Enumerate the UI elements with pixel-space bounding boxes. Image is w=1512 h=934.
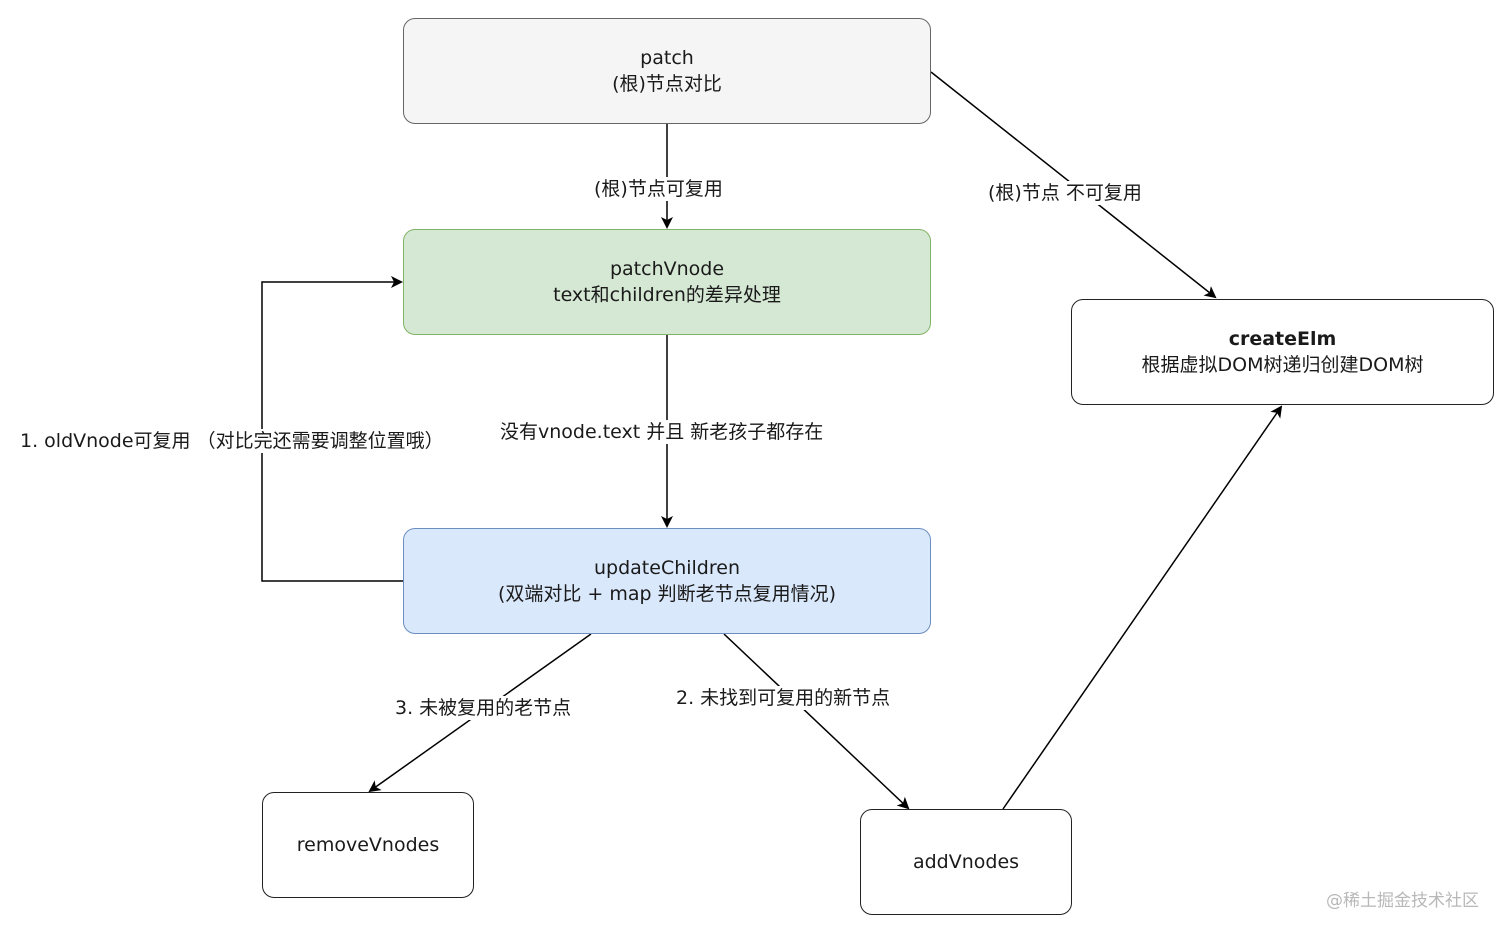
node-patch-vnode-subtitle: text和children的差异处理 [553, 284, 781, 306]
node-create-elm-subtitle: 根据虚拟DOM树递归创建DOM树 [1141, 354, 1424, 376]
edge-label-unused-old-nodes: 3. 未被复用的老节点 [393, 696, 574, 720]
node-update-children-title: updateChildren [594, 557, 740, 579]
watermark: @稀土掘金技术社区 [1326, 891, 1479, 911]
node-update-children-subtitle: (双端对比 + map 判断老节点复用情况) [497, 583, 837, 605]
node-patch-vnode-title: patchVnode [609, 258, 725, 280]
edge-label-root-not-reusable: (根)节点 不可复用 [986, 181, 1144, 205]
node-create-elm: createElm 根据虚拟DOM树递归创建DOM树 [1071, 299, 1494, 405]
edge-label-children-diff: 没有vnode.text 并且 新老孩子都存在 [498, 420, 826, 444]
edge-label-old-vnode-reusable: 1. oldVnode可复用 （对比完还需要调整位置哦） [18, 429, 446, 453]
node-remove-vnodes-title: removeVnodes [296, 834, 440, 856]
node-patch: patch (根)节点对比 [403, 18, 931, 124]
node-remove-vnodes: removeVnodes [262, 792, 474, 898]
node-patch-vnode: patchVnode text和children的差异处理 [403, 229, 931, 335]
edge-addvnodes-to-createelm [1002, 405, 1283, 810]
node-patch-subtitle: (根)节点对比 [612, 73, 722, 95]
node-patch-title: patch [640, 47, 694, 69]
node-add-vnodes-title: addVnodes [912, 851, 1020, 873]
edge-label-no-reusable-new-nodes: 2. 未找到可复用的新节点 [674, 686, 893, 710]
edge-label-root-reusable: (根)节点可复用 [592, 177, 725, 201]
node-add-vnodes: addVnodes [860, 809, 1072, 915]
node-create-elm-title: createElm [1228, 328, 1337, 350]
edge-updatechildren-to-addvnodes [723, 633, 910, 810]
node-update-children: updateChildren (双端对比 + map 判断老节点复用情况) [403, 528, 931, 634]
